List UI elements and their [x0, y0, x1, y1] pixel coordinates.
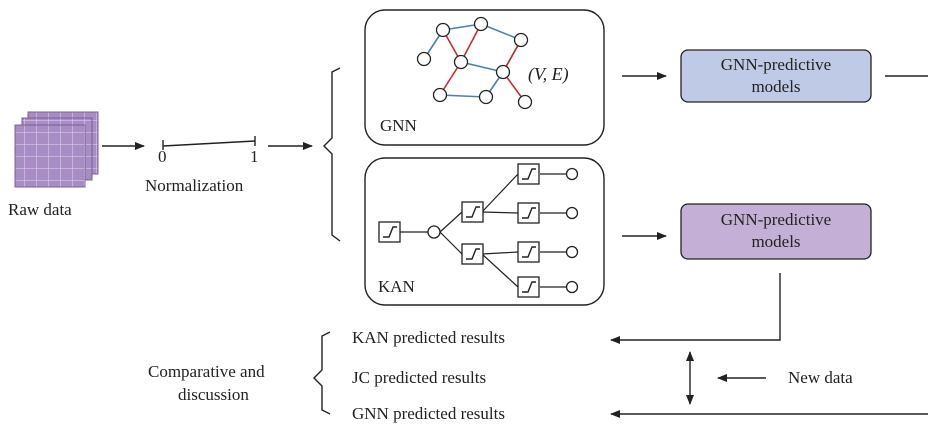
gnn-panel-label: GNN	[380, 116, 417, 135]
raw-data-icon	[14, 111, 99, 188]
arrow-to-kan-results	[610, 273, 781, 344]
graph-icon	[416, 16, 533, 110]
branch-bracket	[323, 67, 341, 242]
kan-network-icon	[378, 163, 579, 298]
graph-label: (V, E)	[528, 64, 569, 85]
kan-panel-label: KAN	[378, 277, 415, 296]
normalization-tick-min: 0	[158, 147, 167, 166]
normalization-scale	[162, 136, 256, 150]
normalization-label: Normalization	[145, 176, 244, 195]
comparative-label-line1: Comparative and	[148, 362, 265, 381]
kan-panel	[364, 157, 605, 306]
model-top-line2: models	[751, 77, 800, 96]
raw-data-label: Raw data	[8, 200, 72, 219]
comparative-label-line2: discussion	[178, 385, 249, 404]
gnn-predictive-model-box-top	[680, 49, 872, 103]
model-bottom-line1: GNN-predictive	[721, 210, 831, 229]
model-top-line1: GNN-predictive	[721, 55, 831, 74]
gnn-panel	[364, 9, 605, 146]
result-jc: JC predicted results	[352, 368, 486, 387]
new-data-label: New data	[788, 368, 853, 387]
gnn-predictive-model-box-bottom	[680, 203, 872, 260]
results-bracket	[313, 331, 331, 415]
model-bottom-line2: models	[751, 232, 800, 251]
normalization-tick-max: 1	[250, 147, 259, 166]
result-kan: KAN predicted results	[352, 328, 505, 347]
result-gnn: GNN predicted results	[352, 404, 505, 423]
